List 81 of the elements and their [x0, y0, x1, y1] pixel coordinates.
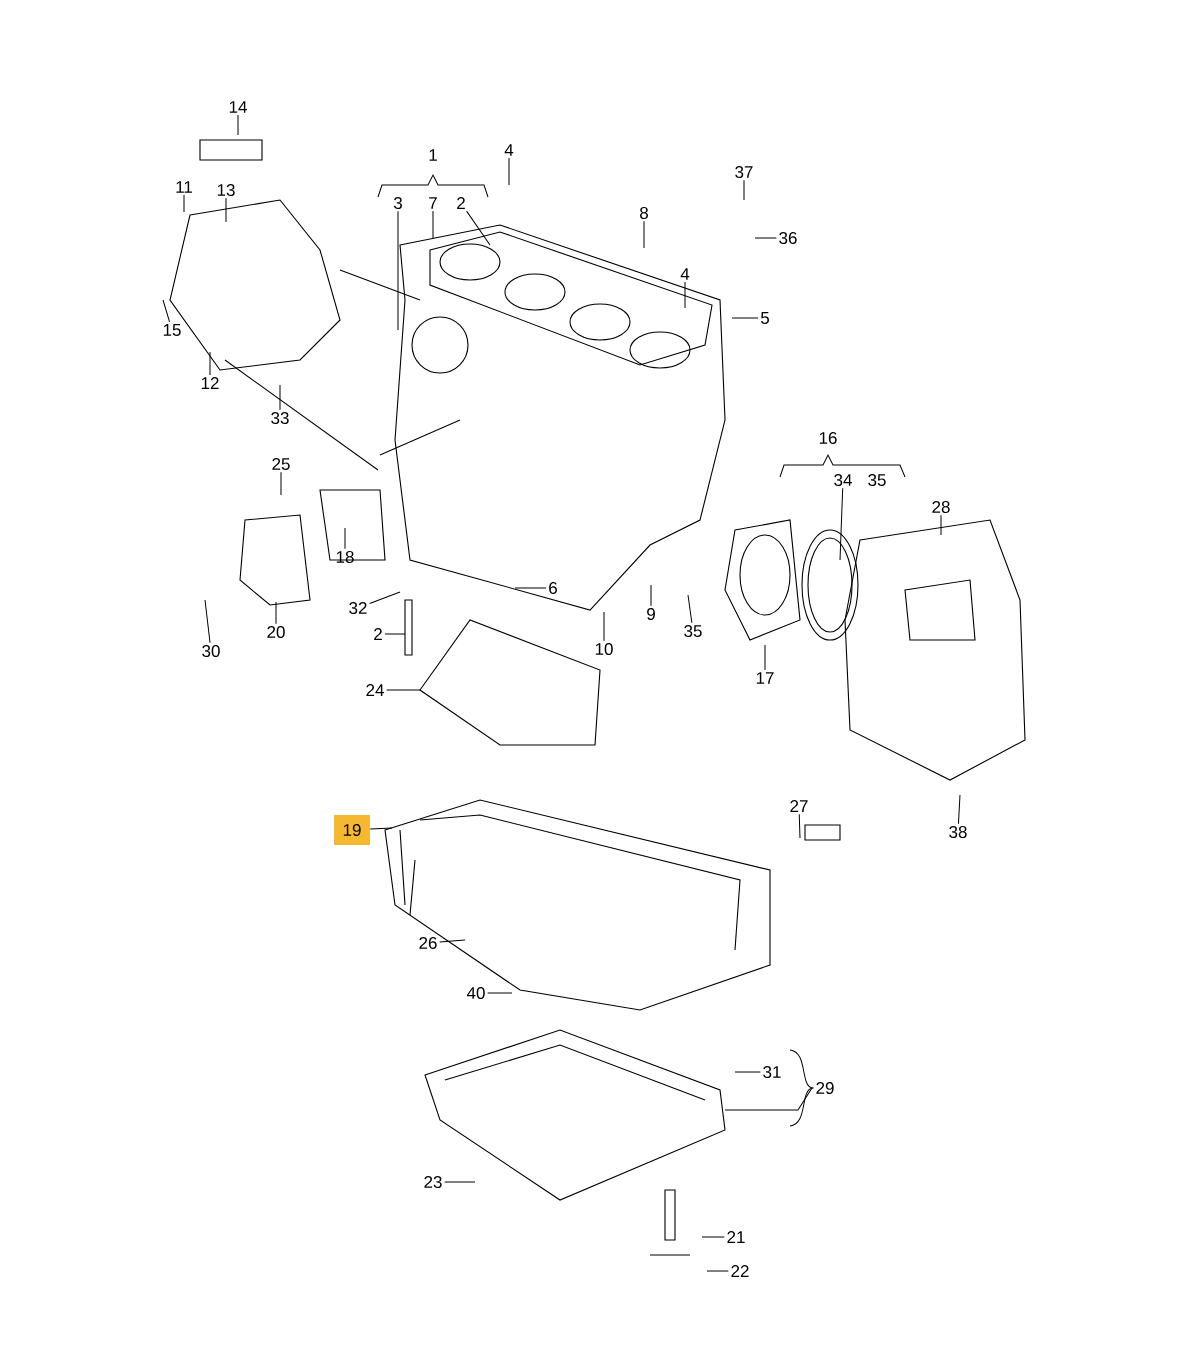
- callout-number: 29: [816, 1082, 834, 1095]
- callout-number: 9: [647, 608, 655, 621]
- leader-line: [369, 827, 393, 830]
- callout-number: 15: [163, 324, 181, 336]
- leader-line: [734, 1071, 761, 1073]
- leader-line: [432, 210, 434, 239]
- leader-line: [603, 611, 605, 642]
- callout-number: 25: [272, 458, 290, 471]
- leader-line: [701, 1236, 725, 1238]
- highlighted-callout: 19: [334, 815, 370, 845]
- leader-line: [798, 813, 801, 839]
- leader-line: [839, 487, 844, 561]
- leader-line: [225, 197, 227, 223]
- callout-number: 24: [366, 684, 384, 696]
- callout-number: 2: [374, 628, 382, 640]
- leader-line: [514, 587, 547, 589]
- callout-number: 30: [202, 645, 220, 658]
- leader-line: [183, 194, 185, 213]
- leader-line: [940, 514, 942, 536]
- leader-line: [209, 351, 211, 376]
- callout-number: 16: [819, 432, 837, 445]
- callout-number: 26: [419, 937, 437, 950]
- leader-line: [724, 1087, 814, 1111]
- leader-line: [706, 1270, 729, 1272]
- leader-line: [386, 689, 421, 691]
- leader-line: [444, 1181, 476, 1183]
- callout-number: 13: [217, 184, 235, 197]
- callout-number: 31: [763, 1066, 781, 1079]
- callout-number: 4: [680, 268, 690, 280]
- leader-line: [643, 220, 645, 249]
- callout-number: 5: [760, 312, 769, 324]
- leader-line: [650, 584, 652, 607]
- callout-number: 12: [201, 377, 219, 389]
- leader-line: [384, 633, 406, 635]
- leader-line: [731, 317, 759, 319]
- leader-line: [508, 157, 510, 186]
- callout-number: 34: [834, 474, 852, 487]
- leader-line: [237, 114, 239, 136]
- callout-number: 6: [549, 582, 557, 595]
- callout-number: 4: [504, 144, 514, 156]
- leader-line: [687, 594, 693, 624]
- leader-line: [957, 794, 961, 825]
- leader-line: [764, 644, 766, 671]
- callout-number: 35: [868, 474, 886, 487]
- leader-line: [487, 992, 513, 994]
- leader-line: [369, 591, 401, 605]
- leader-line: [684, 281, 686, 309]
- callout-number: 23: [424, 1176, 442, 1189]
- callout-number: 3: [393, 197, 402, 210]
- callout-number: 36: [779, 232, 797, 245]
- callout-number: 32: [349, 602, 367, 615]
- callout-number: 7: [429, 197, 437, 209]
- callout-number: 33: [271, 412, 289, 425]
- callout-number: 18: [336, 551, 354, 564]
- callout-number: 38: [949, 826, 967, 839]
- leader-line: [162, 299, 171, 323]
- leader-line: [466, 210, 491, 246]
- leader-line: [439, 939, 466, 943]
- callout-number: 28: [932, 501, 950, 514]
- callout-number: 22: [731, 1265, 749, 1277]
- leader-line: [754, 237, 777, 239]
- leader-line: [397, 210, 399, 331]
- leader-line: [344, 527, 346, 550]
- callout-number: 1: [429, 149, 437, 161]
- callout-number: 27: [790, 800, 808, 812]
- callout-number: 8: [640, 207, 648, 220]
- leader-line: [743, 179, 745, 201]
- callout-number: 2: [457, 197, 465, 209]
- callout-number: 21: [727, 1231, 745, 1243]
- leader-line: [275, 601, 277, 625]
- callout-number: 17: [756, 672, 774, 684]
- callout-number: 14: [229, 101, 247, 113]
- callout-number: 10: [595, 643, 613, 656]
- callout-number: 20: [267, 626, 285, 639]
- leader-line: [280, 471, 282, 496]
- callout-number: 40: [466, 987, 485, 1000]
- callout-number: 11: [176, 181, 192, 193]
- leader-line: [279, 384, 281, 411]
- callout-number: 35: [684, 625, 702, 638]
- leader-line: [204, 599, 211, 644]
- callout-number: 37: [735, 166, 753, 179]
